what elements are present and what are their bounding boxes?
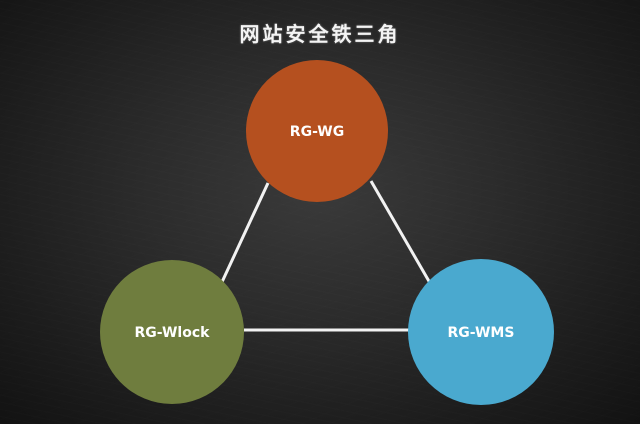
node-rg-wlock: RG-Wlock [100, 260, 244, 404]
node-rg-wg: RG-WG [246, 60, 388, 202]
node-rg-wg-label: RG-WG [290, 124, 344, 140]
diagram-title: 网站安全铁三角 [239, 22, 401, 46]
node-rg-wlock-label: RG-Wlock [135, 325, 211, 341]
connector-wg-wlock [220, 182, 270, 283]
node-rg-wms: RG-WMS [408, 259, 554, 405]
node-rg-wms-label: RG-WMS [448, 325, 515, 341]
node-rg-wms-circle [408, 259, 554, 405]
node-rg-wlock-circle [100, 260, 244, 404]
connector-wg-wms [369, 180, 432, 284]
node-rg-wg-circle [246, 60, 388, 202]
